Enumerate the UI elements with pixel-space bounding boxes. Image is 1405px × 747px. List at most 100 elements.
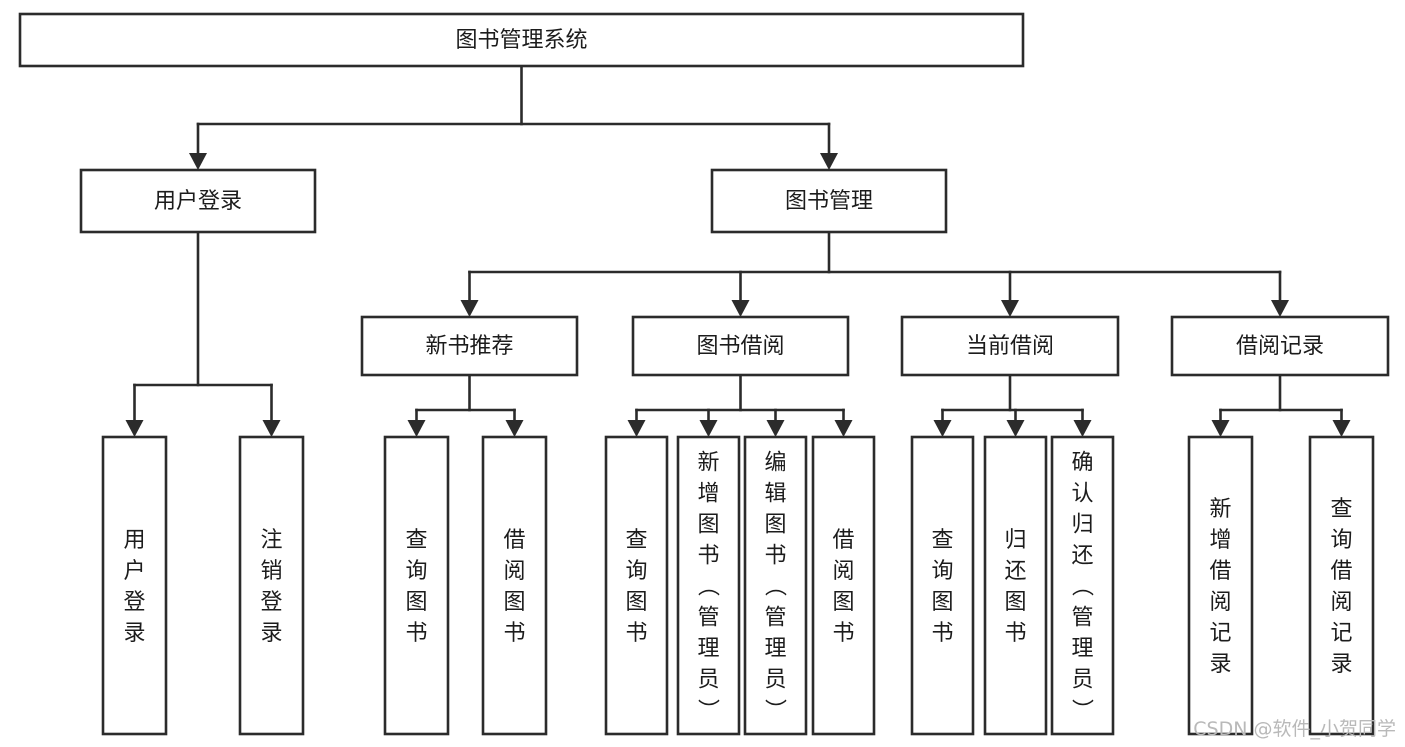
arrow-head-icon bbox=[407, 420, 426, 437]
node-root-root[interactable]: 图书管理系统 bbox=[18, 12, 1025, 68]
arrow-head-icon bbox=[1211, 420, 1230, 437]
svg-text:阅: 阅 bbox=[1209, 590, 1231, 615]
svg-text:图: 图 bbox=[1004, 590, 1026, 615]
svg-text:增: 增 bbox=[1209, 528, 1231, 553]
arrow-head-icon bbox=[1073, 420, 1092, 437]
svg-text:）: ） bbox=[695, 698, 720, 720]
node-borrow-record[interactable]: 借阅记录 bbox=[1170, 315, 1390, 377]
node-user-login[interactable]: 用户登录 bbox=[79, 168, 317, 234]
svg-text:阅: 阅 bbox=[503, 559, 525, 584]
svg-text:书: 书 bbox=[931, 621, 953, 646]
svg-text:确: 确 bbox=[1071, 451, 1093, 476]
svg-text:用: 用 bbox=[123, 528, 145, 553]
arrow-head-icon bbox=[933, 420, 952, 437]
node-leaf-user-login[interactable]: 用户登录 bbox=[101, 435, 168, 736]
svg-text:询: 询 bbox=[625, 559, 647, 584]
svg-text:录: 录 bbox=[260, 621, 282, 646]
svg-text:记: 记 bbox=[1209, 621, 1231, 646]
svg-text:图: 图 bbox=[764, 513, 786, 538]
svg-text:书: 书 bbox=[1004, 621, 1026, 646]
svg-text:查: 查 bbox=[405, 528, 427, 553]
svg-text:借: 借 bbox=[1330, 559, 1352, 584]
svg-text:询: 询 bbox=[1330, 528, 1352, 553]
svg-text:归: 归 bbox=[1071, 513, 1093, 538]
svg-text:书: 书 bbox=[405, 621, 427, 646]
arrow-head-icon bbox=[1001, 300, 1019, 317]
csdn-watermark: CSDN @软件_小贺同学 bbox=[1193, 718, 1396, 740]
svg-text:（: （ bbox=[762, 574, 787, 596]
connector-layer bbox=[125, 64, 1351, 437]
svg-text:还: 还 bbox=[1004, 559, 1026, 584]
arrow-head-icon bbox=[505, 420, 524, 437]
svg-text:理: 理 bbox=[1071, 637, 1093, 662]
svg-text:书: 书 bbox=[625, 621, 647, 646]
node-new-book-recommend-label: 新书推荐 bbox=[425, 334, 513, 359]
svg-text:注: 注 bbox=[260, 528, 282, 553]
svg-text:录: 录 bbox=[123, 621, 145, 646]
svg-text:登: 登 bbox=[123, 590, 145, 615]
svg-text:询: 询 bbox=[405, 559, 427, 584]
svg-text:图: 图 bbox=[931, 590, 953, 615]
svg-text:员: 员 bbox=[697, 668, 719, 693]
svg-text:增: 增 bbox=[697, 482, 719, 507]
node-root-root-label: 图书管理系统 bbox=[455, 28, 587, 53]
svg-text:查: 查 bbox=[625, 528, 647, 553]
node-book-borrow[interactable]: 图书借阅 bbox=[631, 315, 850, 377]
svg-text:书: 书 bbox=[764, 544, 786, 569]
svg-text:编: 编 bbox=[764, 451, 786, 476]
arrow-head-icon bbox=[834, 420, 853, 437]
arrow-head-icon bbox=[262, 420, 281, 437]
svg-text:新: 新 bbox=[697, 451, 719, 476]
arrow-head-icon bbox=[189, 153, 207, 170]
svg-text:户: 户 bbox=[123, 559, 145, 584]
svg-text:（: （ bbox=[695, 574, 720, 596]
arrow-head-icon bbox=[627, 420, 646, 437]
node-leaf-user-login-label: 用户登录 bbox=[123, 528, 145, 646]
svg-text:管: 管 bbox=[764, 606, 786, 631]
node-current-borrow-label: 当前借阅 bbox=[966, 334, 1054, 359]
svg-text:录: 录 bbox=[1209, 652, 1231, 677]
svg-text:销: 销 bbox=[260, 559, 282, 584]
svg-text:新: 新 bbox=[1209, 497, 1231, 522]
svg-text:员: 员 bbox=[1071, 668, 1093, 693]
svg-text:管: 管 bbox=[697, 606, 719, 631]
svg-text:阅: 阅 bbox=[1330, 590, 1352, 615]
node-user-login-label: 用户登录 bbox=[154, 189, 242, 214]
svg-text:归: 归 bbox=[1004, 528, 1026, 553]
svg-text:书: 书 bbox=[832, 621, 854, 646]
node-layer: 图书管理系统用户登录图书管理新书推荐图书借阅当前借阅借阅记录用户登录注销登录查询… bbox=[18, 12, 1390, 736]
svg-text:登: 登 bbox=[260, 590, 282, 615]
svg-text:图: 图 bbox=[625, 590, 647, 615]
svg-text:图: 图 bbox=[832, 590, 854, 615]
svg-text:理: 理 bbox=[697, 637, 719, 662]
arrow-head-icon bbox=[460, 300, 479, 317]
svg-text:图: 图 bbox=[405, 590, 427, 615]
svg-text:录: 录 bbox=[1330, 652, 1352, 677]
node-current-borrow[interactable]: 当前借阅 bbox=[900, 315, 1120, 377]
node-new-book-recommend[interactable]: 新书推荐 bbox=[360, 315, 579, 377]
svg-text:）: ） bbox=[1069, 698, 1094, 720]
node-book-management[interactable]: 图书管理 bbox=[710, 168, 948, 234]
svg-text:员: 员 bbox=[764, 668, 786, 693]
